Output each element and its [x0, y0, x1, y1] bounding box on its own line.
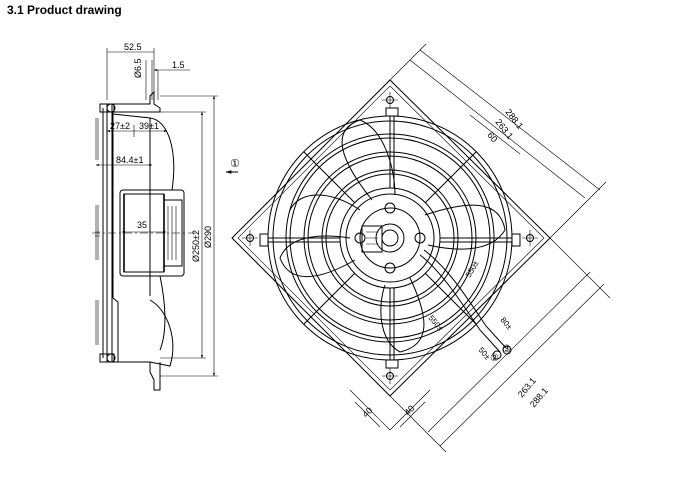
bracket-bottom: [112, 361, 161, 391]
dim-250: Ø250±2: [191, 230, 201, 262]
marker-2: ②: [490, 353, 499, 364]
front-view: 288.1 263.1 60 263.1 288.1 40 40 550± 55…: [231, 43, 611, 453]
dim-550-upper: 550±: [464, 259, 481, 279]
dim-line-288-top: [419, 49, 601, 191]
fan-guard: [259, 107, 521, 369]
dim-52-5: 52.5: [124, 42, 142, 52]
dim-39: 39±1: [139, 121, 159, 131]
dim-60: 60: [485, 130, 499, 144]
dim-84-4: 84.4±1: [116, 155, 143, 165]
dim-27: 27±2: [110, 121, 130, 131]
dim-line-263-top: [409, 59, 586, 199]
cable-lead: [419, 254, 501, 353]
dim-thickness-1-5: 1.5: [172, 60, 185, 70]
blade-bottom: [149, 299, 174, 367]
dim-35: 35: [137, 220, 147, 230]
dim-40-left: 40: [360, 405, 374, 419]
airflow-marker: ①: [230, 158, 240, 170]
dim-80: 80±: [498, 316, 514, 332]
side-view: 52.5 Ø6.5 1.5 27±2 39±1 84.4±1: [92, 42, 240, 391]
dim-290: Ø290: [203, 226, 213, 248]
section-heading: 3.1 Product drawing: [7, 3, 122, 17]
bracket-top: [112, 90, 161, 113]
motor-hub: [345, 193, 435, 283]
fan-blades: [279, 119, 506, 353]
corner-holes: [242, 92, 538, 384]
marker-3: ③: [502, 344, 511, 355]
dim-hole-6-5: Ø6.5: [133, 58, 143, 78]
blade-top: [149, 117, 175, 191]
dim-line-288-bottom: [439, 283, 605, 447]
dim-line-263-bottom: [427, 271, 591, 433]
